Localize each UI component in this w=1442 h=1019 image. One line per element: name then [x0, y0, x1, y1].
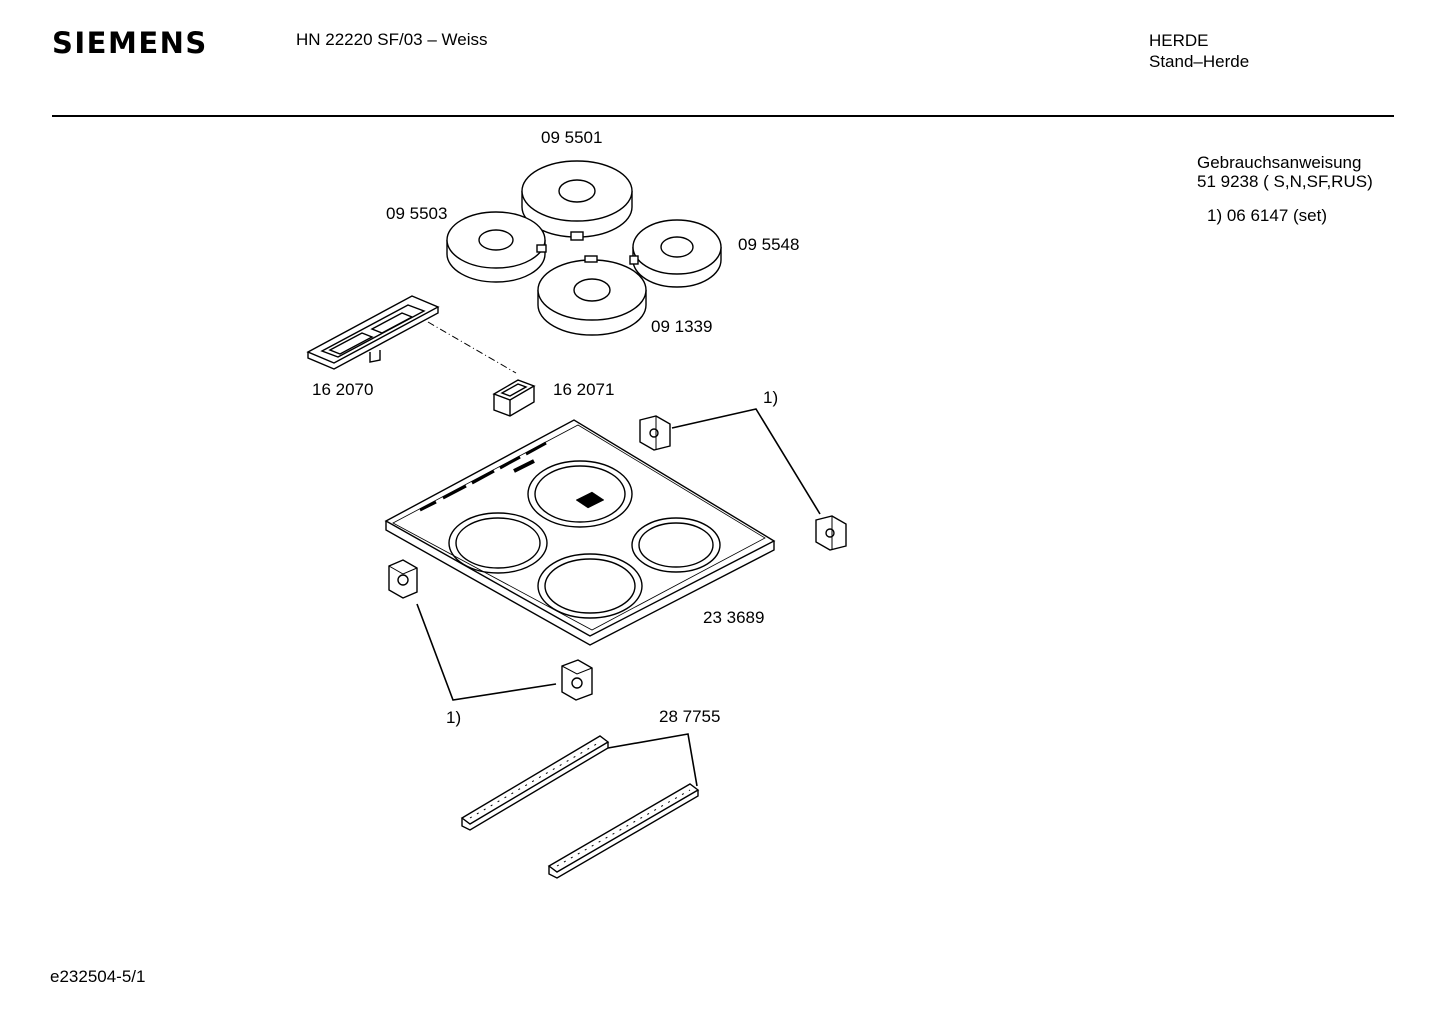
hotplate-095548 — [629, 219, 722, 288]
category-block: HERDE Stand–Herde — [1149, 30, 1249, 72]
part-label-095501: 09 5501 — [541, 128, 603, 147]
set-note: 1) 06 6147 (set) — [1207, 206, 1328, 225]
corner-bracket-top-left — [639, 415, 671, 451]
category-label: HERDE — [1149, 31, 1209, 50]
part-label-233689: 23 3689 — [703, 608, 765, 627]
part-label-095503: 09 5503 — [386, 204, 448, 223]
manual-number: 51 9238 ( S,N,SF,RUS) — [1197, 172, 1373, 191]
part-label-162071: 16 2071 — [553, 380, 615, 399]
subcategory-label: Stand–Herde — [1149, 52, 1250, 71]
hotplate-095503 — [446, 211, 547, 283]
manual-reference: Gebrauchsanweisung 51 9238 ( S,N,SF,RUS) — [1197, 153, 1373, 191]
part-label-091339: 09 1339 — [651, 317, 713, 336]
indicator-lens-162071 — [492, 379, 536, 417]
rail-287755-right — [547, 783, 700, 879]
hotplate-091339 — [537, 255, 647, 336]
control-trim-162070 — [306, 295, 440, 370]
rail-287755-left — [460, 735, 610, 831]
ref-label-bottom: 1) — [446, 708, 462, 727]
corner-bracket-bottom-left — [388, 559, 418, 599]
model-title: HN 22220 SF/03 – Weiss — [296, 30, 488, 49]
ref-label-top: 1) — [763, 388, 779, 407]
header-divider — [52, 115, 1394, 117]
corner-bracket-top-right — [815, 515, 847, 551]
corner-bracket-bottom-right — [561, 659, 593, 701]
part-label-162070: 16 2070 — [312, 380, 374, 399]
manual-title: Gebrauchsanweisung — [1197, 153, 1362, 172]
part-label-287755: 28 7755 — [659, 707, 721, 726]
cooktop-frame-233689 — [384, 419, 776, 646]
drawing-id: e232504-5/1 — [50, 967, 146, 986]
part-label-095548: 09 5548 — [738, 235, 800, 254]
hotplate-095501 — [521, 160, 633, 241]
brand-logo: SIEMENS — [52, 26, 208, 60]
